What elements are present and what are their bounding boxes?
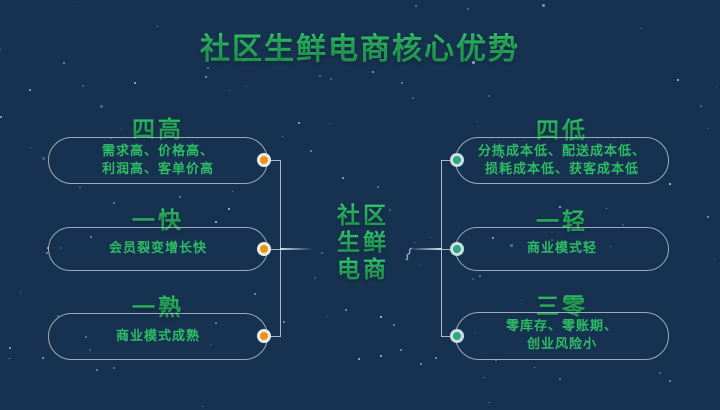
branch-pill-four-lows: 分拣成本低、配送成本低、 损耗成本低、获客成本低 (455, 137, 669, 184)
pill-text-line: 商业模式轻 (526, 241, 597, 256)
orange-dot-marker-3 (257, 329, 271, 343)
pill-text-line: 会员裂变增长快 (108, 241, 207, 256)
connector-line-right-stub-middle (441, 249, 455, 250)
connector-line-left-stub-middle (266, 249, 280, 250)
connector-line-left-stub-bottom (266, 336, 280, 337)
connector-line-right-stub-bottom (441, 336, 455, 337)
branch-pill-one-light: 商业模式轻 (455, 227, 669, 271)
branch-pill-one-fast: 会员裂变增长快 (48, 227, 268, 271)
page-title: 社区生鲜电商核心优势 (0, 24, 720, 68)
pill-text-line: 需求高、价格高、 (101, 143, 214, 159)
orange-dot-marker-2 (257, 242, 271, 256)
pill-text-line: 零库存、零账期、 (505, 319, 618, 334)
branch-pill-four-highs: 需求高、价格高、 利润高、客单价高 (48, 137, 268, 184)
teal-dot-marker-2 (450, 242, 464, 256)
pill-text-line: 商业模式成熟 (115, 328, 200, 344)
center-node-line: 社区 (333, 203, 393, 230)
branch-pill-three-zeros: 零库存、零账期、 创业风险小 (455, 312, 669, 360)
center-node-line: 电商 (333, 257, 393, 284)
pill-text-line: 分拣成本低、配送成本低、 (477, 143, 646, 159)
center-node-line: 生鲜 (333, 230, 393, 257)
connector-line-left-to-center (280, 248, 313, 250)
teal-dot-marker-3 (450, 329, 464, 343)
connector-line-right-to-center (409, 248, 442, 250)
comet-squiggle-decoration (405, 247, 412, 261)
pill-text-line: 利润高、客单价高 (101, 161, 214, 177)
branch-pill-one-mature: 商业模式成熟 (48, 313, 268, 360)
center-node: 社区 生鲜 电商 (333, 203, 393, 284)
orange-dot-marker-1 (257, 153, 271, 167)
pill-text-line: 损耗成本低、获客成本低 (484, 161, 639, 177)
connector-line-left-stub-top (266, 160, 280, 161)
teal-dot-marker-1 (450, 153, 464, 167)
connector-line-right-stub-top (441, 160, 455, 161)
pill-text-line: 创业风险小 (526, 337, 597, 352)
